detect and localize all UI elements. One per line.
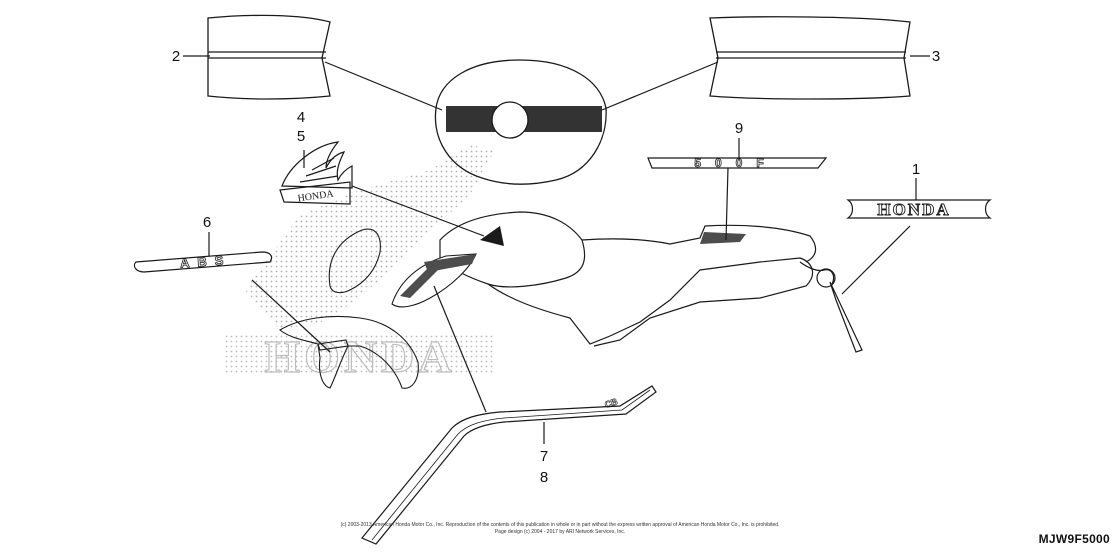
abs-decal: ABS: [133, 251, 273, 273]
side-stripe-decal: [361, 385, 657, 545]
stripe-decal-right: [709, 16, 911, 100]
fuel-tank-top: [434, 59, 607, 185]
wing-emblem-text: HONDA: [297, 188, 335, 204]
callout-7: 7: [540, 448, 548, 465]
callout-1: 1: [912, 161, 920, 178]
abs-decal-text: ABS: [179, 252, 231, 271]
500f-decal: 500F: [647, 156, 828, 170]
motorcycle-body: [439, 211, 863, 353]
diagram-code: MJW9F5000: [1038, 532, 1110, 546]
front-fairing: [328, 228, 477, 308]
500f-decal-text: 500F: [694, 156, 777, 170]
callout-6: 6: [203, 214, 211, 231]
callout-8: 8: [540, 469, 548, 486]
page-design-notice: Page design (c) 2004 - 2017 by ARI Netwo…: [494, 529, 626, 535]
leader-2: [324, 61, 443, 111]
honda-badge: HONDA: [846, 199, 992, 219]
ghost-honda-logo: HONDA: [264, 331, 455, 382]
callout-9: 9: [735, 120, 743, 137]
callout-4: 4: [297, 109, 305, 126]
wing-emblem: [279, 141, 353, 205]
callout-5: 5: [297, 128, 305, 145]
stripe-decal-left: [207, 14, 331, 100]
leader-lines: [208, 138, 917, 444]
side-stripe-model-text: CB: [603, 396, 619, 410]
copyright-notice: (c) 2003-2013 American Honda Motor Co., …: [340, 522, 780, 528]
stipple-background: [225, 145, 495, 375]
front-fender: [279, 316, 419, 389]
leader-3: [601, 61, 719, 111]
callout-3: 3: [932, 48, 940, 65]
callout-2: 2: [172, 48, 180, 65]
honda-badge-text: HONDA: [877, 200, 950, 219]
